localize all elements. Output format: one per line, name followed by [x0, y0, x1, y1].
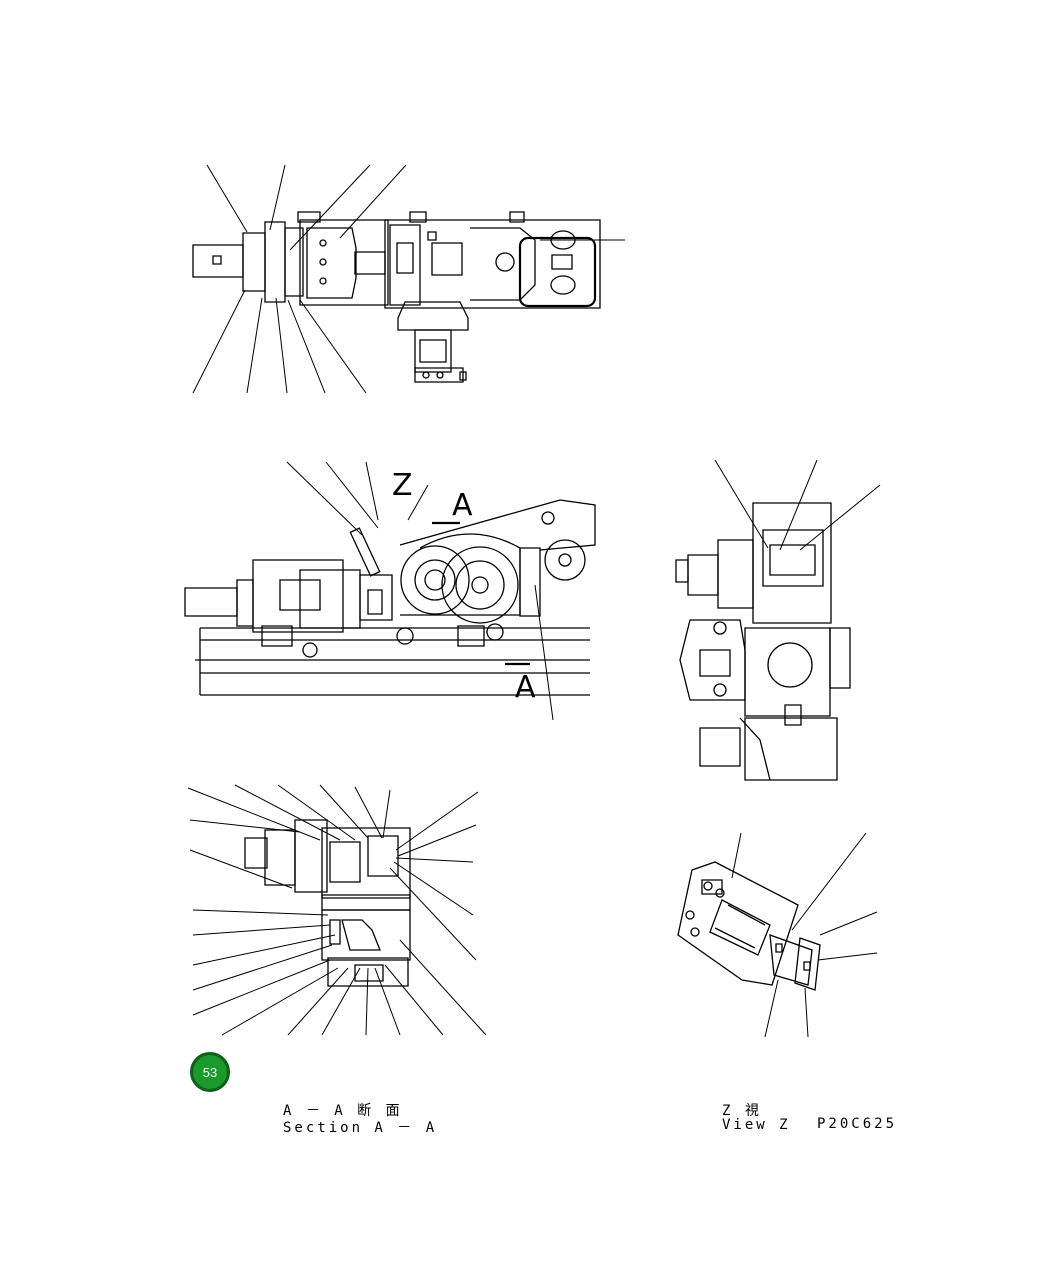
section-aa-title-jp: A － A 断 面 — [283, 1103, 403, 1119]
view-z-marker: Z — [392, 468, 413, 503]
drawing-number: P20C625 — [817, 1116, 898, 1132]
page-number-badge: 53 — [190, 1052, 230, 1092]
side-view — [185, 462, 595, 720]
section-aa-title-en: Section A － A — [283, 1120, 438, 1136]
section-a-marker-top: A — [452, 488, 473, 523]
top-view — [193, 165, 625, 393]
section-a-marker-bottom: A — [515, 670, 536, 705]
section-aa-view — [188, 785, 486, 1035]
end-view — [676, 460, 880, 780]
view-z-title-jp: Z 視 — [722, 1103, 762, 1119]
view-z — [678, 833, 877, 1037]
view-z-title-en: View Z — [722, 1117, 791, 1133]
